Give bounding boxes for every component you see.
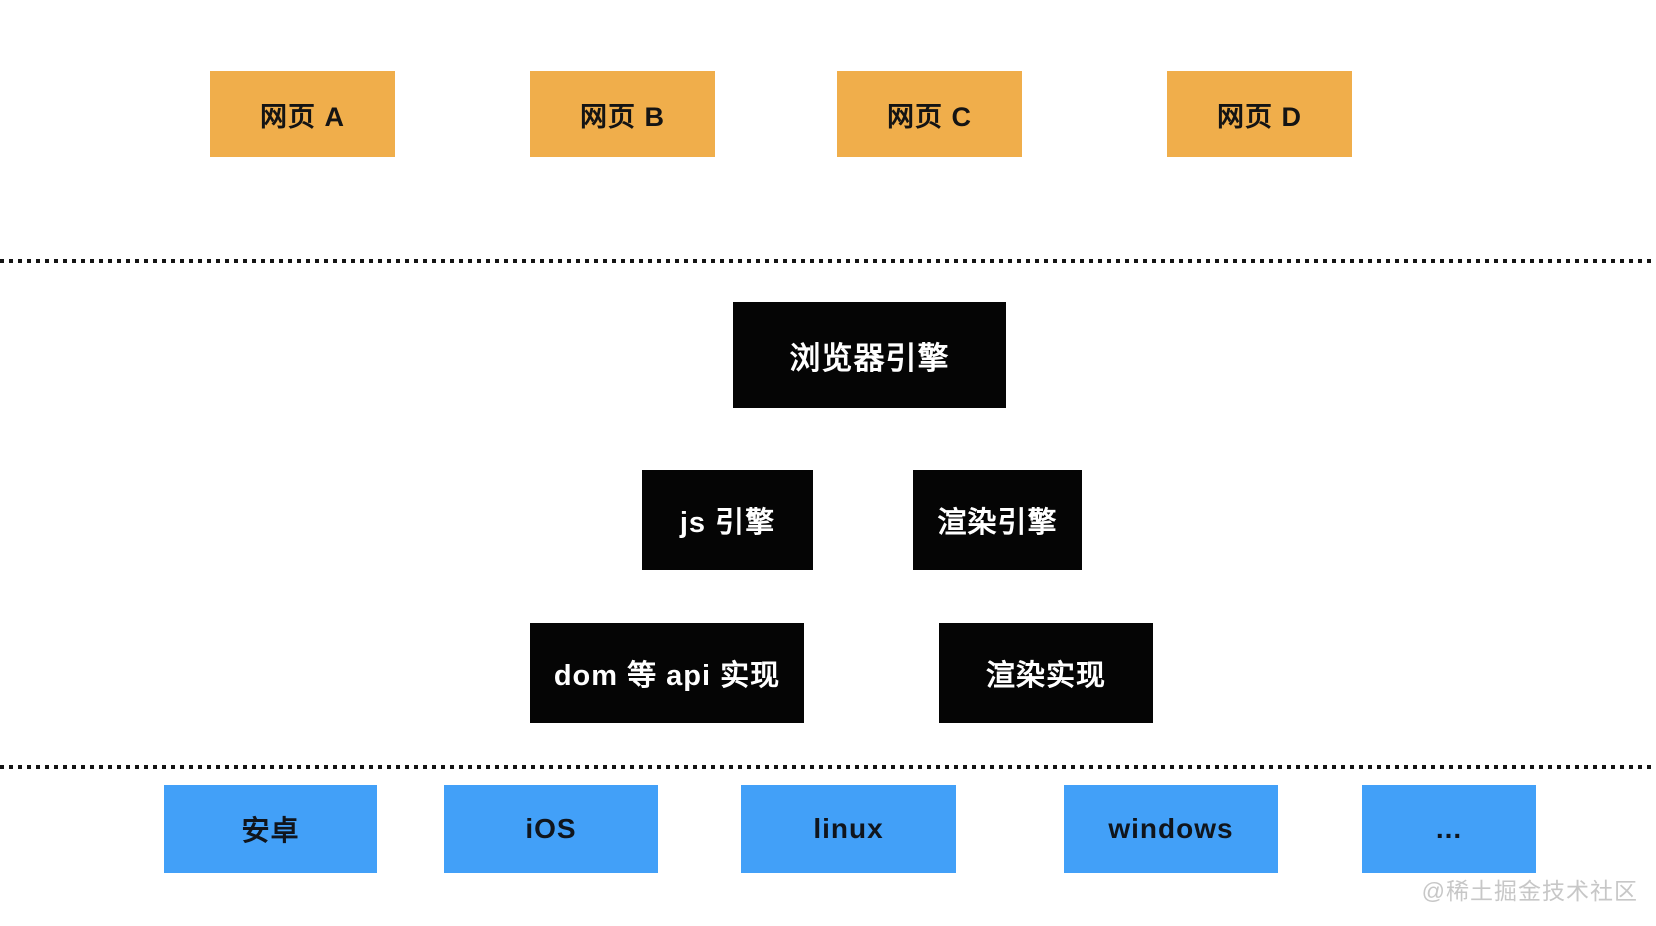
platform-windows-box: windows	[1064, 785, 1278, 873]
render-engine-box: 渲染引擎	[913, 470, 1082, 570]
browser-engine-box: 浏览器引擎	[733, 302, 1006, 408]
platform-more-label: ...	[1435, 813, 1463, 844]
platform-ios-box: iOS	[444, 785, 658, 873]
browser-engine-label: 浏览器引擎	[789, 340, 950, 376]
js-engine-label: js 引擎	[679, 507, 776, 539]
platform-linux-box: linux	[741, 785, 956, 873]
separator-bottom-dotted-line	[0, 765, 1656, 769]
render-impl-box: 渲染实现	[939, 623, 1153, 723]
webpage-d-box: 网页 D	[1167, 71, 1352, 157]
dom-api-impl-box: dom 等 api 实现	[530, 623, 804, 723]
platform-android-box: 安卓	[164, 785, 377, 873]
render-engine-label: 渲染引擎	[937, 507, 1058, 539]
webpage-a-box: 网页 A	[210, 71, 395, 157]
webpage-c-label: 网页 C	[887, 101, 972, 132]
platform-linux-label: linux	[813, 813, 884, 844]
dom-api-impl-label: dom 等 api 实现	[553, 660, 781, 692]
webpage-b-box: 网页 B	[530, 71, 715, 157]
platform-more-box: ...	[1362, 785, 1536, 873]
separator-top-dotted-line	[0, 259, 1656, 263]
webpage-c-box: 网页 C	[837, 71, 1022, 157]
watermark-text: @稀土掘金技术社区	[1421, 878, 1638, 904]
webpage-b-label: 网页 B	[580, 101, 665, 132]
render-impl-label: 渲染实现	[985, 660, 1106, 692]
webpage-d-label: 网页 D	[1217, 101, 1302, 132]
webpage-a-label: 网页 A	[260, 101, 345, 132]
js-engine-box: js 引擎	[642, 470, 813, 570]
platform-android-label: 安卓	[241, 815, 300, 846]
platform-windows-label: windows	[1108, 813, 1234, 844]
platform-ios-label: iOS	[525, 813, 577, 844]
